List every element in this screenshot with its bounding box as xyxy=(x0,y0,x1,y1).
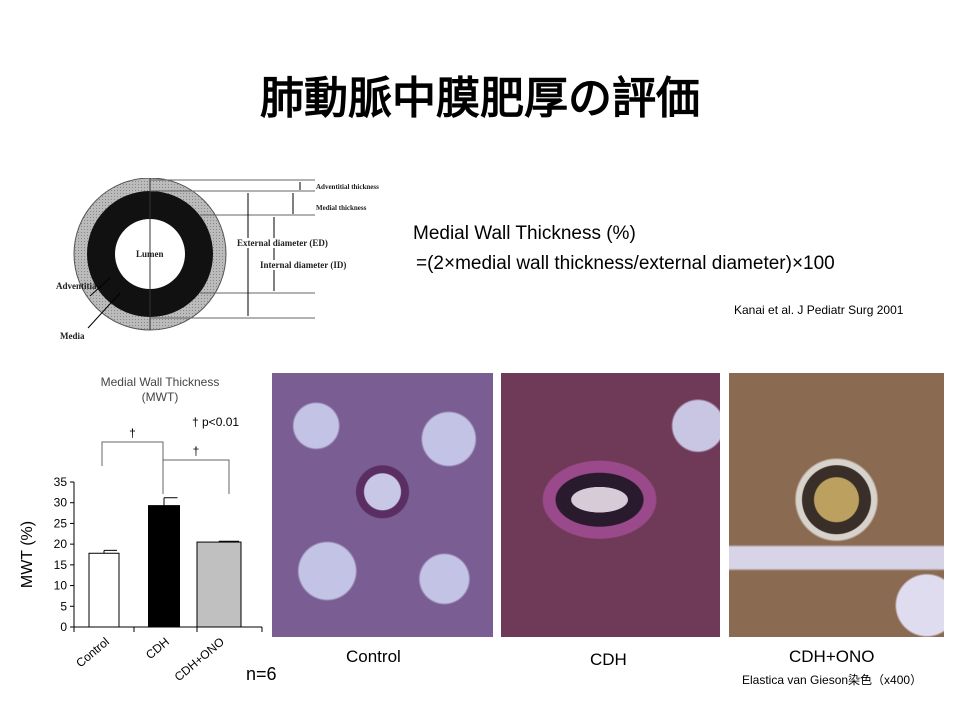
significance-bracket xyxy=(162,459,230,494)
y-tick-label: 0 xyxy=(60,620,67,634)
media-label: Media xyxy=(60,331,85,341)
vessel-diagram-svg xyxy=(73,177,315,331)
significance-mark: † xyxy=(129,426,136,440)
caption-cdh: CDH xyxy=(590,650,627,669)
vessel-diagram: Adventitial thickness Medial thickness E… xyxy=(56,177,400,348)
x-tick-label: CDH+ONO xyxy=(172,635,227,685)
y-tick-label: 15 xyxy=(54,558,68,572)
y-tick-label: 35 xyxy=(54,475,68,489)
formula-equation: =(2×medial wall thickness/external diame… xyxy=(416,253,835,274)
slide-title: 肺動脈中膜肥厚の評価 xyxy=(260,73,700,124)
significance-legend: † p<0.01 xyxy=(192,415,240,429)
formula-title: Medial Wall Thickness (%) xyxy=(413,223,636,244)
external-diameter-label: External diameter (ED) xyxy=(237,238,328,248)
caption-cdh-ono: CDH+ONO xyxy=(789,647,875,666)
significance-bracket xyxy=(101,441,164,466)
bar-cdh-ono xyxy=(196,541,242,628)
chart-title-line1: Medial Wall Thickness xyxy=(100,375,220,389)
lumen-label: Lumen xyxy=(136,249,164,259)
medial-thickness-label: Medial thickness xyxy=(316,204,367,212)
bar-cdh xyxy=(148,505,180,628)
y-tick-label: 30 xyxy=(54,496,68,510)
bar-control xyxy=(88,552,120,628)
y-tick-label: 10 xyxy=(54,579,68,593)
micrograph-cdh xyxy=(501,373,720,637)
caption-control: Control xyxy=(346,647,401,666)
adventitia-label: Adventitia xyxy=(56,281,97,291)
internal-diameter-label: Internal diameter (ID) xyxy=(260,260,347,270)
y-tick-label: 20 xyxy=(54,537,68,551)
adventitial-thickness-label: Adventitial thickness xyxy=(316,183,379,191)
chart-title-line2: (MWT) xyxy=(141,390,179,404)
stain-note: Elastica van Gieson染色（x400） xyxy=(742,673,923,687)
chart-title: Medial Wall Thickness (MWT) xyxy=(60,375,260,405)
x-tick-label: CDH xyxy=(143,635,172,662)
n-label: n=6 xyxy=(246,664,277,684)
micrograph-control xyxy=(272,373,493,637)
y-tick-label: 25 xyxy=(54,516,68,530)
citation: Kanai et al. J Pediatr Surg 2001 xyxy=(734,303,904,317)
significance-mark: † xyxy=(193,444,200,458)
y-tick-label: 5 xyxy=(60,599,67,613)
x-tick-label: Control xyxy=(73,635,112,671)
y-axis-label: MWT (%) xyxy=(19,521,36,588)
micrograph-cdh-ono xyxy=(729,373,944,637)
